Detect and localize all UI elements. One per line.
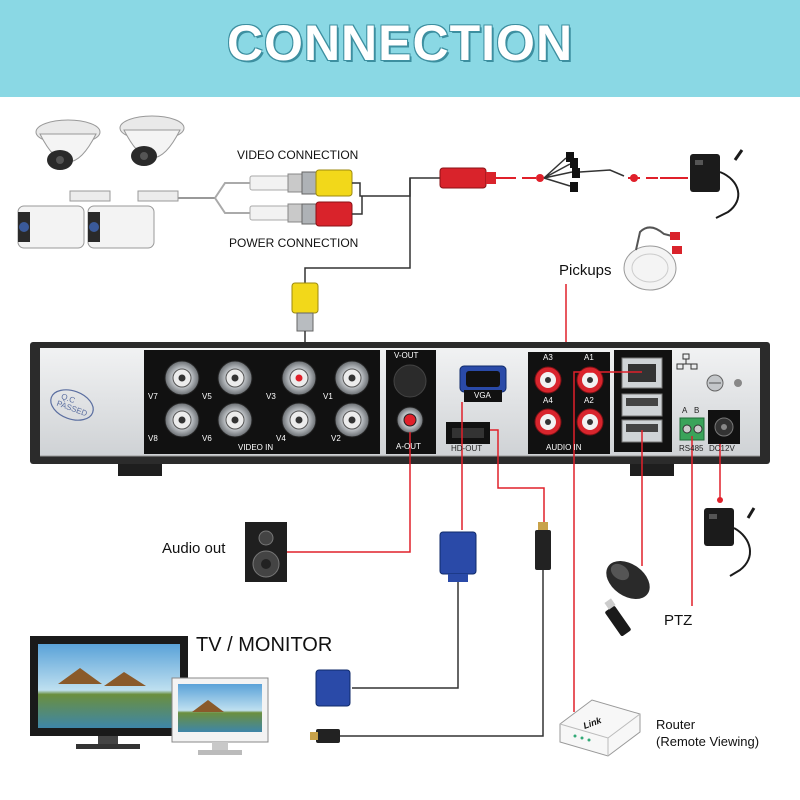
channel-label-v6: V6 [202,434,212,443]
rs485-pin-a: A [682,406,688,415]
rs485-terminal [679,417,705,441]
rca-port-a3 [534,366,562,394]
hd-out-label: HD-OUT [451,444,483,453]
bnc-port-v8 [164,402,200,438]
v-out-label: V-OUT [394,351,419,360]
camera-cable-icon [178,173,303,223]
audio-label-a1: A1 [584,353,594,362]
rca-port-a2 [576,408,604,436]
tv-monitor-label: TV / MONITOR [196,634,333,656]
mouse-icon [606,560,650,600]
channel-label-v4: V4 [276,434,286,443]
vga-cable [352,582,459,689]
dc-line-end [717,497,723,503]
power-dc-connector [301,201,353,227]
bnc-port-v4 [281,402,317,438]
channel-label-v2: V2 [331,434,341,443]
channel-label-v1: V1 [323,392,333,401]
video-in-label: VIDEO IN [238,443,274,452]
a-out-center [403,413,417,427]
channel-label-v8: V8 [148,434,158,443]
page-title: CONNECTION [226,15,574,71]
dome-camera-icon [35,119,101,170]
rs485-label: RS485 [679,444,704,453]
hdmi-line [490,429,545,530]
router-icon [559,699,641,757]
bnc-port-v2 [334,402,370,438]
audio-label-a3: A3 [543,353,553,362]
power-adapter-icon [704,507,756,577]
computer-monitor-icon [171,677,269,755]
power-connection-label: POWER CONNECTION [229,236,359,250]
vga-cable-plug [439,531,477,582]
audio-out-line [286,432,411,553]
dc-power-plug [439,167,496,189]
bnc-port-v3 [281,360,317,396]
vga-port [459,365,507,402]
pickups-label: Pickups [559,262,612,279]
audio-out-label: Audio out [162,540,226,557]
vga-label: VGA [474,391,491,400]
hdmi-cable-plug [535,522,551,570]
dome-camera-icon [119,115,185,166]
router-sub-label: (Remote Viewing) [656,734,760,749]
bnc-port-v7 [164,360,200,396]
network-usb-block [614,350,672,452]
hdmi-port [446,422,490,444]
channel-label-v7: V7 [148,392,158,401]
video-connection-label: VIDEO CONNECTION [237,148,359,162]
speaker-icon [245,522,287,582]
hdmi-plug-monitor [310,729,340,743]
rca-port-a4 [534,408,562,436]
a-out-label: A-OUT [396,442,421,451]
channel-label-v3: V3 [266,392,276,401]
channel-label-v5: V5 [202,392,212,401]
v-out-port [393,364,427,398]
rca-port-a1 [576,366,604,394]
video-in-bnc-grid [164,360,370,438]
dc12v-label: DC12V [709,444,735,453]
lan-icon [676,353,698,370]
rs485-pin-b: B [694,406,700,415]
video-bnc-connector [301,169,353,197]
audio-in-block [528,352,610,454]
audio-label-a2: A2 [584,396,594,405]
router-label: Router [656,717,696,732]
bnc-connector-yellow [291,282,319,345]
tv-monitor-icon [30,636,188,749]
microphone-pickup-icon [623,226,682,291]
power-splitter-icon [543,152,625,192]
title-banner [0,0,800,97]
vga-plug-monitor [315,669,351,707]
bnc-port-v5 [217,360,253,396]
bullet-camera-icon [87,190,179,249]
audio-in-label: AUDIO IN [546,443,582,452]
power-adapter-icon [690,149,744,219]
ptz-label: PTZ [664,612,693,629]
network-line [573,371,642,712]
audio-in-rca-grid [534,366,604,436]
bnc-port-v1 [334,360,370,396]
usb-stick-icon [604,598,631,636]
dc12v-jack [708,410,740,444]
bnc-port-v6 [217,402,253,438]
audio-label-a4: A4 [543,396,553,405]
qc-passed-stamp [50,389,94,421]
ground-screw-icon [706,374,742,392]
bullet-camera-icon [17,190,111,249]
hdmi-cable [340,570,544,737]
